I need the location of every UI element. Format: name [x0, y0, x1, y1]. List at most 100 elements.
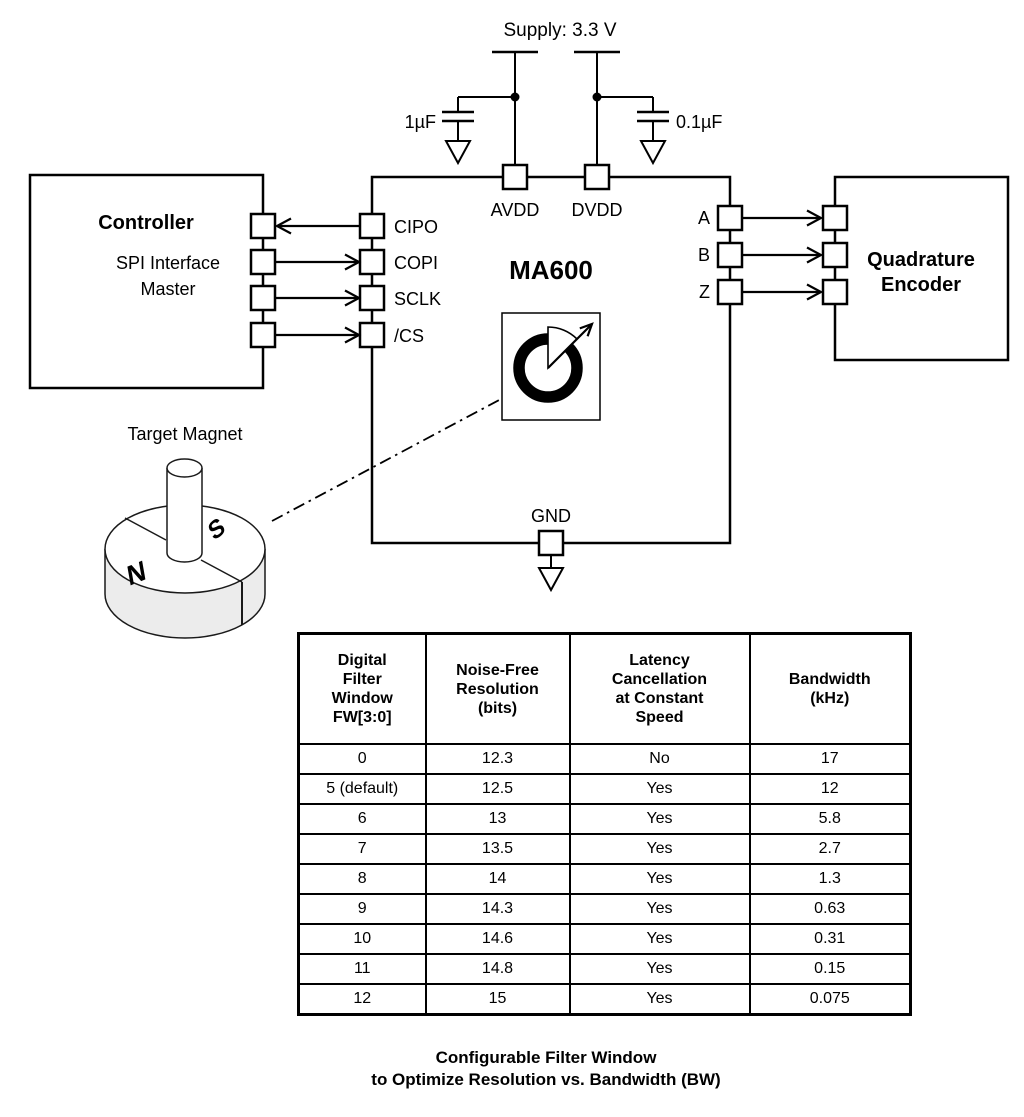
controller-box	[28, 173, 265, 390]
controller-title: Controller	[98, 212, 194, 234]
spi-bus-arrows	[274, 217, 362, 344]
col-header-resolution: Noise-Free Resolution (bits)	[424, 632, 571, 745]
ground-icon	[639, 140, 667, 166]
abz-arrows	[742, 209, 824, 301]
cell-resolution: 12.5	[424, 773, 571, 805]
cell-fw: 0	[297, 743, 427, 775]
cell-latency: Yes	[568, 893, 751, 925]
table-row: 7 13.5 Yes 2.7	[297, 833, 912, 865]
arrowhead-left-icon	[274, 217, 292, 235]
caption-line-1: Configurable Filter Window	[435, 1048, 657, 1067]
table-row: 12 15 Yes 0.075	[297, 983, 912, 1016]
pin-cs-label: /CS	[394, 326, 424, 346]
cell-bandwidth: 0.15	[748, 953, 912, 985]
magnet-label: Target Magnet	[127, 424, 242, 444]
pole-n-label: N	[125, 554, 149, 592]
controller-pins	[249, 212, 277, 349]
arrowhead-right-icon	[806, 283, 824, 301]
caption-line-2: to Optimize Resolution vs. Bandwidth (BW…	[371, 1070, 721, 1089]
encoder-pins	[821, 204, 849, 306]
pin-a-label: A	[698, 208, 710, 228]
cell-fw: 12	[297, 983, 427, 1016]
bypass-capacitor-left	[442, 96, 515, 166]
encoder-box	[833, 175, 1010, 362]
cell-fw: 8	[297, 863, 427, 895]
cell-latency: No	[568, 743, 751, 775]
table-row: 8 14 Yes 1.3	[297, 863, 912, 895]
pin-cipo-label: CIPO	[394, 217, 438, 237]
col-header-bandwidth: Bandwidth (kHz)	[748, 632, 912, 745]
cell-bandwidth: 1.3	[748, 863, 912, 895]
supply-label: Supply: 3.3 V	[503, 20, 616, 41]
ground-icon	[537, 567, 565, 593]
angle-sensor-icon	[501, 312, 601, 421]
magnet-shaft-top	[166, 458, 203, 478]
cell-latency: Yes	[568, 983, 751, 1016]
cell-resolution: 14.3	[424, 893, 571, 925]
col-header-latency: Latency Cancellation at Constant Speed	[568, 632, 751, 745]
cell-resolution: 13	[424, 803, 571, 835]
gnd-wire	[537, 555, 565, 593]
cell-latency: Yes	[568, 863, 751, 895]
controller-subtitle-1: SPI Interface	[116, 253, 220, 273]
cell-bandwidth: 17	[748, 743, 912, 775]
controller-subtitle-2: Master	[140, 279, 195, 299]
magnet-pole-divider	[124, 517, 243, 583]
cell-resolution: 12.3	[424, 743, 571, 775]
cell-fw: 5 (default)	[297, 773, 427, 805]
cell-latency: Yes	[568, 953, 751, 985]
cell-bandwidth: 5.8	[748, 803, 912, 835]
pin-avdd	[501, 163, 529, 191]
chip-spi-pins	[358, 212, 386, 349]
cell-latency: Yes	[568, 833, 751, 865]
cap-right-value: 0.1µF	[676, 112, 722, 132]
cell-fw: 7	[297, 833, 427, 865]
table-row: 11 14.8 Yes 0.15	[297, 953, 912, 985]
target-magnet-illustration: N S	[104, 458, 266, 639]
table-row: 10 14.6 Yes 0.31	[297, 923, 912, 955]
pin-b-label: B	[698, 245, 710, 265]
arrowhead-right-icon	[344, 326, 362, 344]
pin-gnd-label: GND	[531, 506, 571, 526]
arrowhead-right-icon	[806, 246, 824, 264]
cell-bandwidth: 2.7	[748, 833, 912, 865]
table-caption: Configurable Filter Window to Optimize R…	[240, 1047, 852, 1091]
cell-fw: 6	[297, 803, 427, 835]
table-row: 0 12.3 No 17	[297, 743, 912, 775]
cap-left-value: 1µF	[405, 112, 436, 132]
cell-bandwidth: 12	[748, 773, 912, 805]
pin-z-label: Z	[699, 282, 710, 302]
table-header-row: Digital Filter Window FW[3:0] Noise-Free…	[297, 632, 912, 745]
encoder-title-1: Quadrature	[867, 249, 975, 271]
cell-bandwidth: 0.63	[748, 893, 912, 925]
cell-latency: Yes	[568, 773, 751, 805]
pin-gnd	[537, 529, 565, 557]
cell-latency: Yes	[568, 923, 751, 955]
chip-abz-pins	[716, 204, 744, 306]
cell-resolution: 14.6	[424, 923, 571, 955]
arrowhead-diagonal-icon	[579, 322, 594, 337]
cell-bandwidth: 0.31	[748, 923, 912, 955]
arrowhead-right-icon	[344, 289, 362, 307]
pin-dvdd-label: DVDD	[571, 200, 622, 220]
cell-bandwidth: 0.075	[748, 983, 912, 1016]
table-row: 9 14.3 Yes 0.63	[297, 893, 912, 925]
chip-name: MA600	[509, 255, 593, 285]
diagram-canvas: Supply: 3.3 V 1µF 0.1µF AVDD DVDD MA600 …	[28, 20, 1010, 639]
cell-resolution: 14.8	[424, 953, 571, 985]
cell-latency: Yes	[568, 803, 751, 835]
filter-window-table: Digital Filter Window FW[3:0] Noise-Free…	[297, 632, 912, 1016]
table-row: 6 13 Yes 5.8	[297, 803, 912, 835]
cell-fw: 9	[297, 893, 427, 925]
encoder-title-2: Encoder	[881, 274, 961, 296]
magnet-shaft	[166, 468, 203, 563]
ground-icon	[444, 140, 472, 166]
supply-rail-wires	[492, 50, 620, 165]
bypass-capacitor-right	[597, 96, 669, 166]
arrowhead-right-icon	[806, 209, 824, 227]
table-row: 5 (default) 12.5 Yes 12	[297, 773, 912, 805]
pin-sclk-label: SCLK	[394, 289, 441, 309]
cell-fw: 11	[297, 953, 427, 985]
cell-resolution: 14	[424, 863, 571, 895]
